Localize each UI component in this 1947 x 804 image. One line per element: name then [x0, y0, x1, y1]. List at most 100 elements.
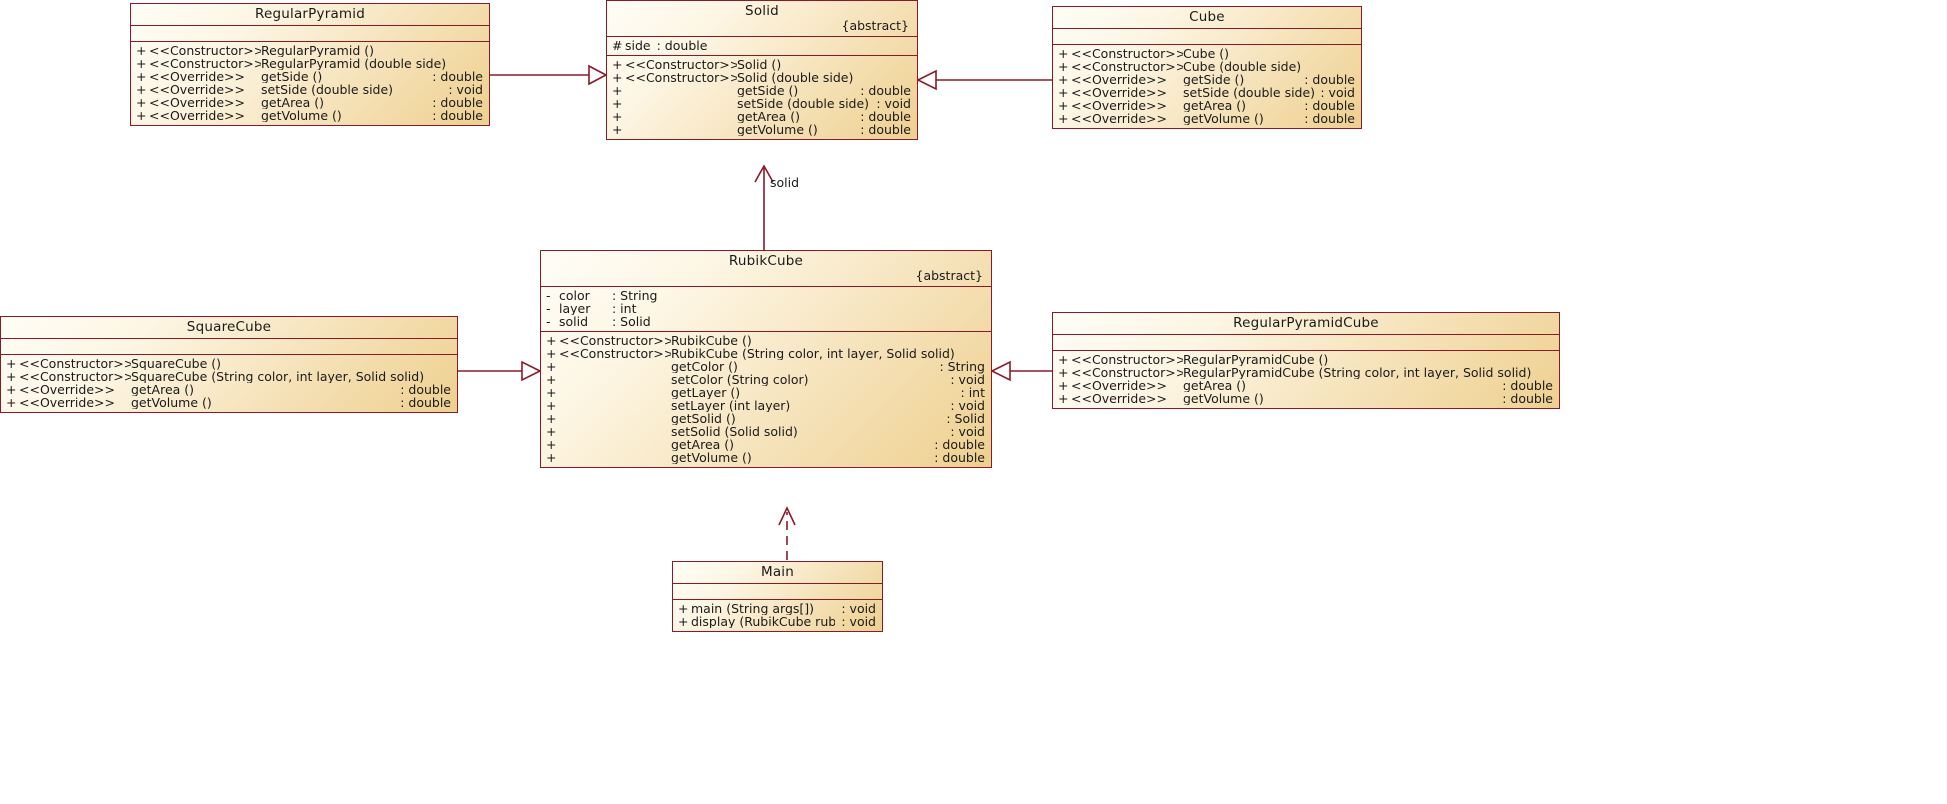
attribute-name: layer — [559, 302, 591, 315]
stereotype: <<Override>> — [1071, 111, 1167, 125]
class-header: RubikCube {abstract} — [541, 251, 991, 287]
operation-row[interactable]: + <<Override>> setSide (double side) : v… — [1053, 86, 1361, 99]
operation-row[interactable]: + display (RubikCube rubik) : void — [673, 615, 882, 628]
visibility: + — [136, 42, 147, 58]
operation-row[interactable]: + <<Override>> getArea () : double — [131, 96, 489, 109]
class-box-rubikcube[interactable]: RubikCube {abstract} - color : String - … — [540, 250, 992, 468]
operation-row[interactable]: + getSolid () : Solid — [541, 412, 991, 425]
operation-row[interactable]: + <<Constructor>> RegularPyramid (double… — [131, 57, 489, 70]
operation-row[interactable]: + getArea () : double — [541, 438, 991, 451]
operation-row[interactable]: + <<Override>> getVolume () : double — [1053, 392, 1559, 405]
signature: getArea () — [131, 382, 195, 396]
attribute-row[interactable]: - solid : Solid — [541, 315, 991, 328]
visibility: + — [612, 96, 623, 111]
operation-row[interactable]: + <<Constructor>> RegularPyramidCube (St… — [1053, 366, 1559, 379]
class-box-regularpyramidcube[interactable]: RegularPyramidCube + <<Constructor>> Reg… — [1052, 312, 1560, 409]
return-type: : String — [939, 359, 986, 374]
operation-row[interactable]: + <<Constructor>> RegularPyramid () — [131, 44, 489, 57]
operation-row[interactable]: + <<Constructor>> SquareCube () — [1, 357, 457, 370]
signature: RegularPyramidCube (String color, int la… — [1183, 365, 1532, 379]
signature: Solid (double side) — [737, 71, 854, 84]
operation-row[interactable]: + <<Constructor>> SquareCube (String col… — [1, 370, 457, 383]
attributes-compartment — [673, 584, 882, 600]
attribute-row[interactable]: - color : String — [541, 289, 991, 302]
operation-row[interactable]: + getColor () : String — [541, 360, 991, 373]
signature: RegularPyramid () — [261, 43, 374, 57]
operation-row[interactable]: + <<Constructor>> Solid (double side) — [607, 71, 917, 84]
operation-row[interactable]: + <<Constructor>> RubikCube () — [541, 334, 991, 347]
return-type: : double — [1502, 377, 1553, 393]
operation-row[interactable]: + getVolume () : double — [607, 123, 917, 136]
abstract-marker: {abstract} — [841, 17, 910, 33]
attribute-type: : int — [612, 301, 637, 316]
operation-row[interactable]: + main (String args[]) : void — [673, 602, 882, 615]
attributes-compartment — [1, 339, 457, 355]
operation-row[interactable]: + <<Override>> getArea () : double — [1053, 99, 1361, 112]
operation-row[interactable]: + setSolid (Solid solid) : void — [541, 425, 991, 438]
operation-row[interactable]: + <<Constructor>> Cube (double side) — [1053, 60, 1361, 73]
operation-row[interactable]: + <<Constructor>> Solid () — [607, 58, 917, 71]
signature: SquareCube (String color, int layer, Sol… — [131, 369, 425, 383]
visibility: - — [546, 314, 551, 329]
stereotype: <<Constructor>> — [1071, 352, 1183, 366]
operation-row[interactable]: + setLayer (int layer) : void — [541, 399, 991, 412]
operations-compartment: + main (String args[]) : void + display … — [673, 600, 882, 631]
operation-row[interactable]: + <<Constructor>> RegularPyramidCube () — [1053, 353, 1559, 366]
stereotype: <<Override>> — [19, 382, 115, 396]
operation-row[interactable]: + <<Override>> getVolume () : double — [1, 396, 457, 409]
attribute-row[interactable]: # side : double — [607, 39, 917, 52]
association-label-solid: solid — [770, 175, 800, 190]
operation-row[interactable]: + <<Override>> getVolume () : double — [1053, 112, 1361, 125]
operation-row[interactable]: + getLayer () : int — [541, 386, 991, 399]
operation-row[interactable]: + <<Constructor>> RubikCube (String colo… — [541, 347, 991, 360]
return-type: : double — [1304, 71, 1355, 87]
visibility: + — [1058, 71, 1069, 87]
visibility: + — [546, 372, 557, 387]
signature: getSolid () — [671, 412, 736, 425]
attributes-compartment — [131, 26, 489, 42]
operation-row[interactable]: + <<Override>> getArea () : double — [1053, 379, 1559, 392]
visibility: + — [546, 437, 557, 452]
stereotype: <<Constructor>> — [625, 58, 737, 71]
operation-row[interactable]: + getVolume () : double — [541, 451, 991, 464]
visibility: + — [612, 70, 623, 85]
signature: getArea () — [261, 95, 325, 109]
operation-row[interactable]: + <<Override>> getSide () : double — [131, 70, 489, 83]
visibility: + — [1058, 364, 1069, 380]
operations-compartment: + <<Constructor>> RegularPyramid () + <<… — [131, 42, 489, 125]
operation-row[interactable]: + getSide () : double — [607, 84, 917, 97]
class-box-main[interactable]: Main + main (String args[]) : void + dis… — [672, 561, 883, 632]
class-box-squarecube[interactable]: SquareCube + <<Constructor>> SquareCube … — [0, 316, 458, 413]
class-box-cube[interactable]: Cube + <<Constructor>> Cube () + <<Const… — [1052, 6, 1362, 129]
class-box-regularpyramid[interactable]: RegularPyramid + <<Constructor>> Regular… — [130, 3, 490, 126]
attribute-name: color — [559, 289, 590, 302]
return-type: : double — [1304, 97, 1355, 113]
signature: getSide () — [737, 84, 799, 97]
class-header: Cube — [1053, 7, 1361, 29]
stereotype: <<Constructor>> — [19, 356, 131, 370]
signature: setSide (double side) — [261, 82, 394, 96]
attribute-name: side — [625, 39, 651, 52]
operation-row[interactable]: + getArea () : double — [607, 110, 917, 123]
operation-row[interactable]: + <<Constructor>> Cube () — [1053, 47, 1361, 60]
class-name: Solid — [745, 3, 779, 19]
signature: setSide (double side) — [1183, 85, 1315, 99]
operation-row[interactable]: + <<Override>> getVolume () : double — [131, 109, 489, 122]
visibility: - — [546, 288, 551, 303]
signature: setSolid (Solid solid) — [671, 425, 798, 438]
operation-row[interactable]: + setColor (String color) : void — [541, 373, 991, 386]
class-box-solid[interactable]: Solid {abstract} # side : double + <<Con… — [606, 0, 918, 140]
operation-row[interactable]: + <<Override>> getSide () : double — [1053, 73, 1361, 86]
operation-row[interactable]: + setSide (double side) : void — [607, 97, 917, 110]
operation-row[interactable]: + <<Override>> setSide (double side) : v… — [131, 83, 489, 96]
operation-row[interactable]: + <<Override>> getArea () : double — [1, 383, 457, 396]
visibility: + — [546, 385, 557, 400]
return-type: : double — [934, 437, 985, 452]
attribute-row[interactable]: - layer : int — [541, 302, 991, 315]
class-header: Main — [673, 562, 882, 584]
attributes-compartment: - color : String - layer : int - solid :… — [541, 287, 991, 332]
visibility: + — [1058, 110, 1069, 126]
signature: SquareCube () — [131, 356, 222, 370]
class-name: Cube — [1189, 9, 1225, 25]
return-type: : void — [876, 96, 911, 111]
